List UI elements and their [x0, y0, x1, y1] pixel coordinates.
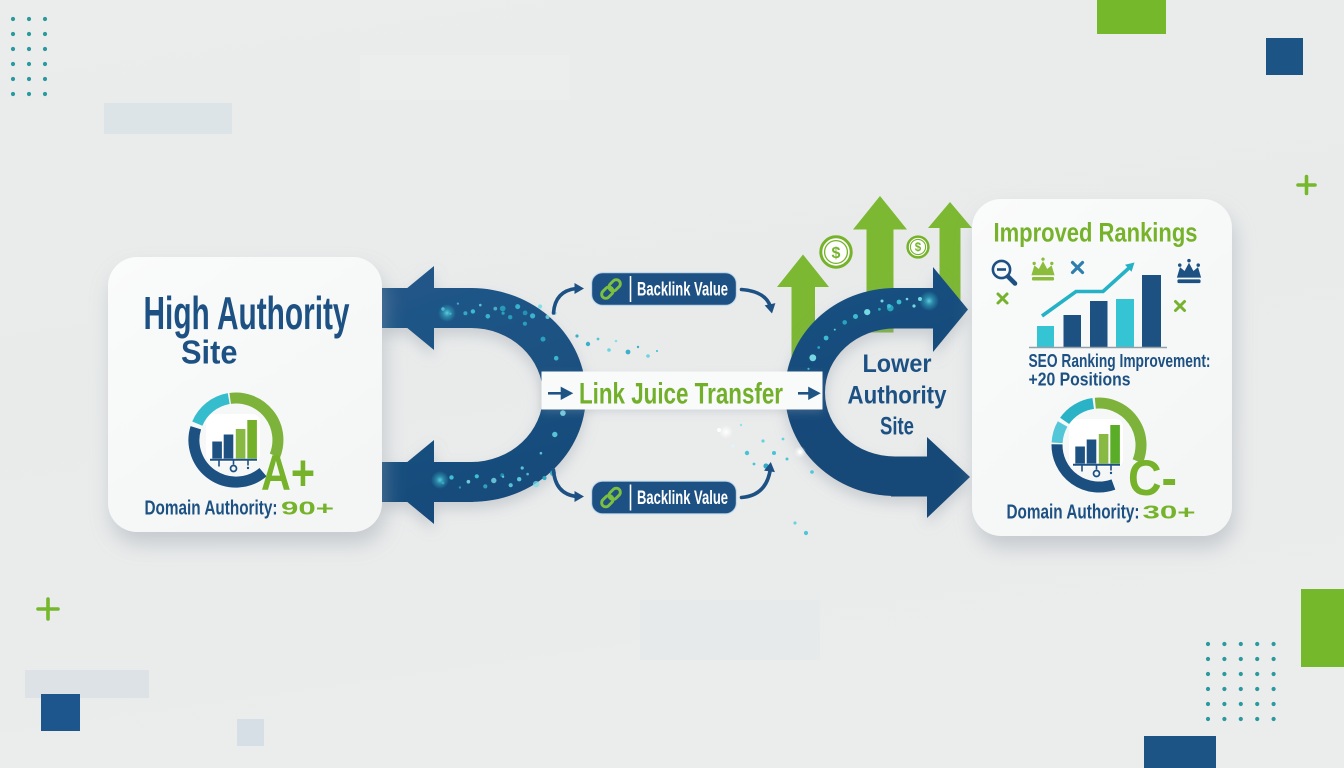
- svg-text:SEO Ranking Improvement:: SEO Ranking Improvement:: [1029, 351, 1211, 371]
- svg-text:Domain Authority:: Domain Authority:: [1007, 502, 1140, 524]
- svg-text:Link Juice Transfer: Link Juice Transfer: [579, 378, 783, 411]
- svg-text:+20 Positions: +20 Positions: [1029, 370, 1131, 390]
- svg-text:90+: 90+: [281, 499, 334, 519]
- svg-text:$: $: [832, 245, 841, 262]
- svg-text:C-: C-: [1128, 450, 1177, 506]
- svg-text:Site: Site: [181, 334, 238, 371]
- svg-text:30+: 30+: [1143, 503, 1196, 523]
- svg-text:High Authority: High Authority: [144, 287, 350, 339]
- svg-text:$: $: [915, 242, 922, 254]
- svg-text:Improved Rankings: Improved Rankings: [994, 218, 1198, 248]
- svg-text:Lower: Lower: [863, 350, 932, 378]
- svg-text:Backlink Value: Backlink Value: [637, 279, 728, 300]
- svg-text:Authority: Authority: [848, 382, 947, 410]
- svg-text:Site: Site: [880, 413, 914, 441]
- svg-text:Backlink Value: Backlink Value: [637, 488, 728, 509]
- svg-text:Domain Authority:: Domain Authority:: [145, 498, 278, 520]
- svg-text:A+: A+: [261, 445, 315, 501]
